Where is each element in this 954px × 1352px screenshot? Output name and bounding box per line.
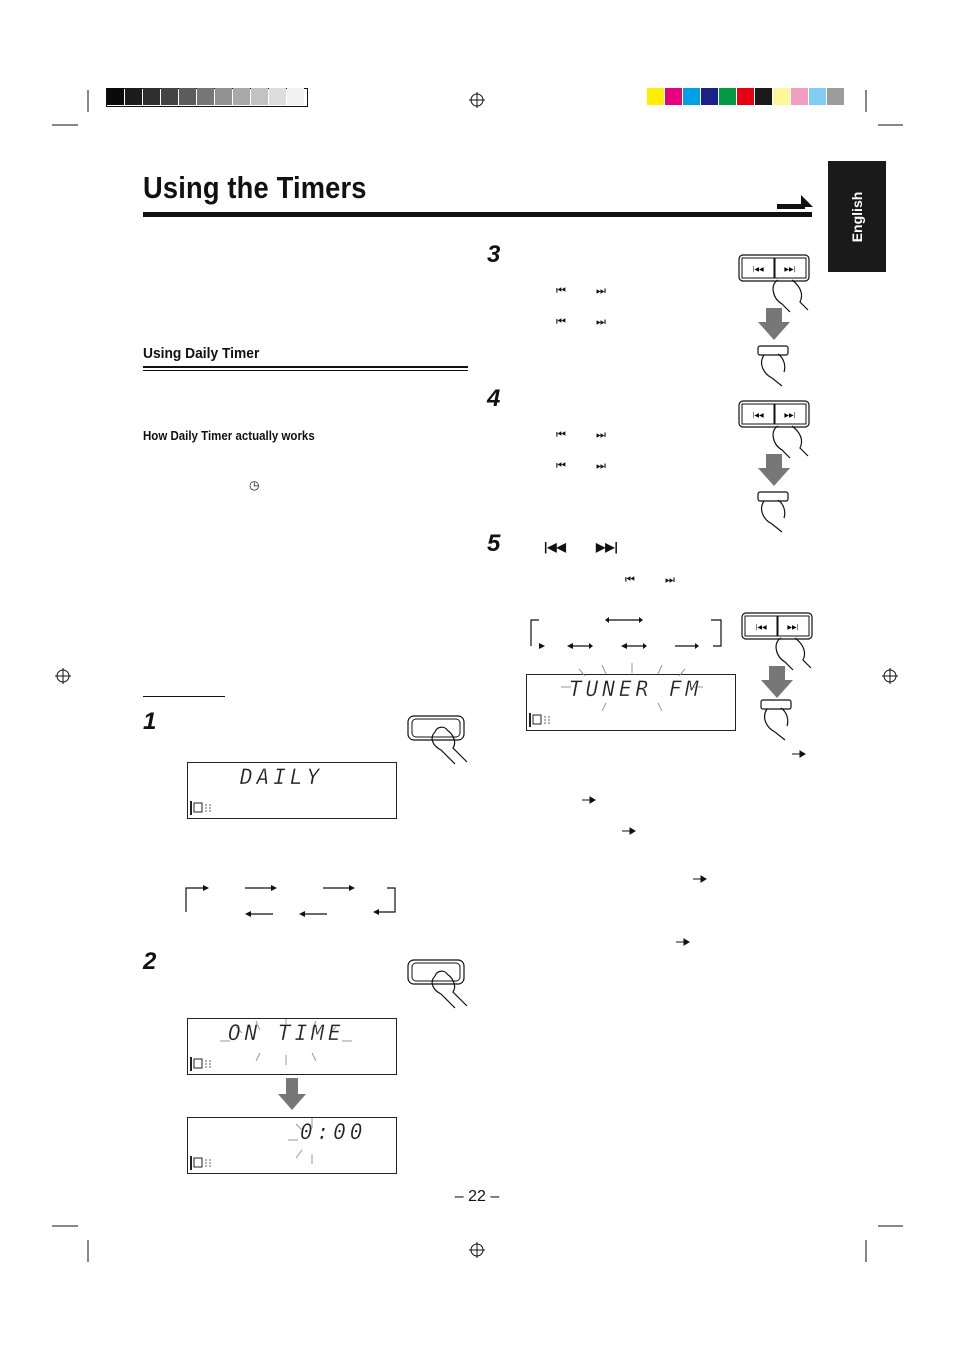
color-swatch (773, 88, 790, 105)
next-icon: ⏭ (596, 429, 607, 441)
display-text-on-time: ON TIME (228, 1021, 345, 1045)
step-2-number: 2 (143, 948, 157, 975)
clock-icon: ◷ (249, 478, 260, 492)
color-swatch (233, 88, 250, 105)
section-rule (143, 366, 468, 368)
display-step2b: 0:00 (187, 1117, 397, 1174)
timer-indicator-icon (190, 801, 218, 815)
color-swatch (647, 88, 664, 105)
display-text-time: 0:00 (300, 1120, 367, 1144)
timer-indicator-icon (190, 1057, 218, 1071)
next-icon: ⏭ (596, 316, 607, 328)
color-swatch (701, 88, 718, 105)
down-arrow-icon (278, 1078, 306, 1110)
color-swatch (161, 88, 178, 105)
step-4-number: 4 (487, 385, 501, 412)
prev-icon: ⏮ (625, 574, 636, 586)
color-swatch (755, 88, 772, 105)
page-number: – 22 – (454, 1188, 500, 1205)
title-rule (143, 212, 812, 217)
display-text-daily: DAILY (240, 765, 324, 789)
color-swatch (197, 88, 214, 105)
color-swatch (125, 88, 142, 105)
color-swatch (251, 88, 268, 105)
svg-text:|◀◀: |◀◀ (752, 266, 764, 273)
skip-buttons-illustration: |◀◀ ▶▶| (741, 612, 813, 741)
color-swatch (287, 88, 304, 105)
page-title: Using the Timers (143, 170, 367, 205)
skip-buttons-illustration: |◀◀ ▶▶| (738, 400, 810, 533)
blink-burst-icon (220, 1019, 352, 1065)
color-swatch (737, 88, 754, 105)
svg-text:|◀◀: |◀◀ (752, 412, 764, 419)
steps-rule (143, 696, 225, 697)
display-step2a: ON TIME (187, 1018, 397, 1075)
next-icon: ⏭ (596, 285, 607, 297)
next-icon: ⏭ (596, 460, 607, 472)
blink-burst-icon (288, 1118, 313, 1164)
prev-icon: ⏮ (556, 285, 567, 297)
step-1-number: 1 (143, 708, 157, 735)
blink-burst-icon (561, 663, 703, 712)
color-swatch (665, 88, 682, 105)
mode-sequence-diagram (185, 885, 396, 917)
color-swatch (719, 88, 736, 105)
continue-arrow-icon (777, 195, 813, 209)
prev-icon: ⏮ (556, 316, 567, 328)
language-tab: English (828, 161, 886, 272)
button-press-icon (407, 715, 468, 765)
subheading: How Daily Timer actually works (143, 429, 315, 443)
section-heading: Using Daily Timer (143, 345, 260, 362)
color-swatch (269, 88, 286, 105)
color-swatch (179, 88, 196, 105)
display-text-tuner-fm: TUNER FM (569, 677, 703, 701)
source-sequence-diagram (530, 617, 722, 649)
prev-big-icon: |◀◀ (544, 540, 566, 554)
prev-icon: ⏮ (556, 429, 567, 441)
display-step5: TUNER FM (526, 663, 736, 731)
svg-text:|◀◀: |◀◀ (755, 624, 767, 631)
svg-text:▶▶|: ▶▶| (787, 624, 798, 631)
section-rule-thin (143, 370, 468, 371)
color-swatch (143, 88, 160, 105)
color-swatch (683, 88, 700, 105)
next-big-icon: ▶▶| (596, 540, 618, 554)
color-swatch (215, 88, 232, 105)
color-swatch (791, 88, 808, 105)
step-5-number: 5 (487, 530, 501, 557)
color-swatch (809, 88, 826, 105)
color-swatch (107, 88, 124, 105)
skip-buttons-illustration: |◀◀ ▶▶| (738, 254, 810, 387)
color-swatch (827, 88, 844, 105)
display-step1: DAILY (187, 762, 397, 819)
step-3-number: 3 (487, 241, 501, 268)
prev-icon: ⏮ (556, 460, 567, 472)
svg-text:▶▶|: ▶▶| (784, 412, 795, 419)
timer-indicator-icon (529, 713, 557, 727)
next-icon: ⏭ (665, 574, 676, 586)
svg-text:▶▶|: ▶▶| (784, 266, 795, 273)
button-press-icon (407, 959, 468, 1009)
timer-indicator-icon (190, 1156, 218, 1170)
